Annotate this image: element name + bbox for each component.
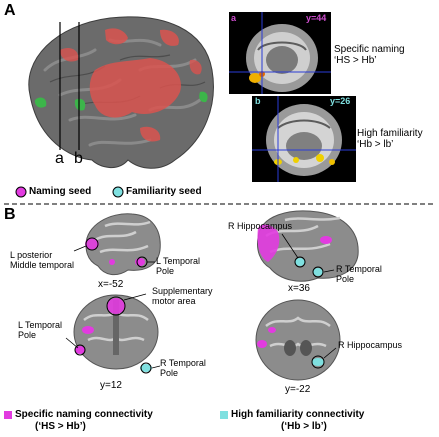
legend-line: (‘HS > Hb’) — [35, 421, 86, 432]
slice-a-tag: a — [231, 13, 237, 23]
label-line: Pole — [160, 368, 179, 378]
slice-b-caption: High familiarity ‘Hb > lb’ — [357, 128, 423, 150]
familiarity-connectivity-swatch — [220, 411, 228, 419]
familiarity-connectivity-label: High familiarity connectivity (‘Hb > lb’… — [231, 409, 364, 433]
coord-x-52: x=-52 — [98, 279, 124, 290]
label-supplementary-motor-area: Supplementary motor area — [152, 286, 213, 306]
brain-coronal-front — [65, 293, 161, 374]
familiarity-seed-marker — [112, 186, 124, 198]
slice-b-image — [252, 96, 356, 182]
slice-a-caption-line2: ‘HS > Hb’ — [334, 55, 377, 66]
cut-line-a-label: a — [55, 150, 64, 167]
label-line: L posterior — [10, 250, 53, 260]
naming-connectivity-swatch — [4, 411, 12, 419]
activation-green-frontal — [34, 97, 47, 108]
slice-a-image — [229, 12, 331, 94]
slice-b-caption-line1: High familiarity — [357, 128, 423, 139]
slice-b-tag: b — [255, 96, 261, 106]
legend-line: High familiarity connectivity — [231, 409, 365, 420]
activation-red-temporal — [89, 58, 181, 118]
label-line: Pole — [18, 330, 37, 340]
slice-a-caption: Specific naming ‘HS > Hb’ — [334, 44, 405, 66]
slice-b-caption-line2: ‘Hb > lb’ — [357, 139, 394, 150]
legend-line: Specific naming connectivity — [15, 409, 153, 420]
coord-x36: x=36 — [288, 283, 310, 294]
brain-coronal-back — [255, 299, 341, 381]
label-r-hippocampus-sagittal: R Hippocampus — [228, 221, 293, 231]
label-r-temporal-pole-sagittal: R Temporal Pole — [336, 264, 382, 284]
brain-sagittal-left — [73, 213, 161, 276]
label-l-temporal-pole-coronal: L Temporal Pole — [18, 320, 62, 340]
label-line: Supplementary — [152, 286, 213, 296]
legend-line: (‘Hb > lb’) — [281, 421, 327, 432]
slice-b-coord: y=26 — [330, 96, 351, 106]
slice-a-caption-line1: Specific naming — [334, 44, 405, 55]
label-line: Pole — [156, 266, 175, 276]
naming-seed-marker — [15, 186, 27, 198]
naming-seed-label: Naming seed — [29, 186, 92, 197]
naming-connectivity-label: Specific naming connectivity (‘HS > Hb’) — [15, 409, 153, 433]
brain-sagittal-right — [257, 210, 359, 282]
label-line: R Temporal — [336, 264, 382, 274]
label-line: Pole — [336, 274, 355, 284]
slice-a-coord: y=44 — [306, 13, 327, 23]
label-line: motor area — [152, 296, 196, 306]
label-r-temporal-pole-coronal: R Temporal Pole — [160, 358, 206, 378]
panel-b-letter: B — [4, 206, 16, 223]
coord-y12: y=12 — [100, 380, 122, 391]
label-line: Middle temporal — [10, 260, 75, 270]
cut-line-b-label: b — [74, 150, 83, 167]
brain-render — [28, 16, 214, 169]
label-r-hippocampus-coronal: R Hippocampus — [338, 340, 403, 350]
label-line: R Temporal — [160, 358, 206, 368]
label-line: L Temporal — [156, 256, 201, 266]
familiarity-seed-label: Familiarity seed — [126, 186, 202, 197]
panel-a-letter: A — [4, 2, 16, 19]
label-l-posterior-middle-temporal: L posterior Middle temporal — [10, 250, 74, 270]
label-line: L Temporal — [18, 320, 63, 330]
label-l-temporal-pole-sagittal: L Temporal Pole — [156, 256, 200, 276]
coord-y-22: y=-22 — [285, 384, 311, 395]
